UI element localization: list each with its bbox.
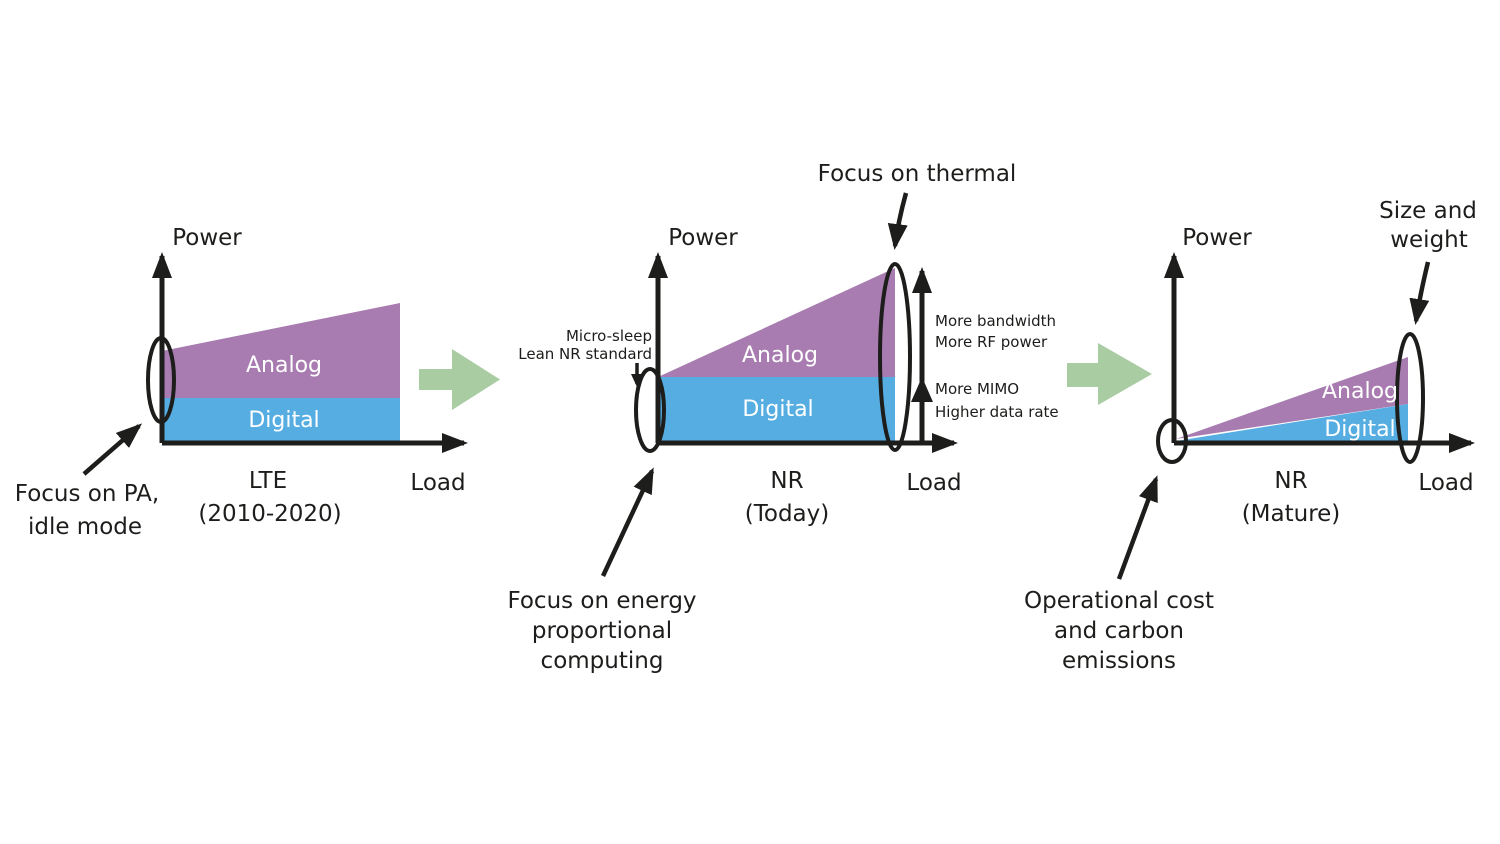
nr-mature-analog-label: Analog <box>1322 379 1398 404</box>
panel-nr-mature: Power Load Analog Digital NR (Mature) Si… <box>1024 198 1477 674</box>
nr-mature-size-annotation-line2: weight <box>1390 227 1468 253</box>
lte-digital-area <box>162 398 400 443</box>
transition-arrow-icon <box>419 349 500 410</box>
nr-mature-power-axis-label: Power <box>1182 225 1252 251</box>
lte-digital-label: Digital <box>248 408 319 433</box>
nr-today-bandwidth-line1: More bandwidth <box>935 312 1056 330</box>
nr-today-right-ellipse-highlight <box>878 262 912 452</box>
panel-lte: Power Load Analog Digital LTE (2010-2020… <box>15 225 468 540</box>
nr-today-digital-label: Digital <box>742 397 813 422</box>
lte-analog-area <box>162 303 400 398</box>
lte-analog-label: Analog <box>246 353 322 378</box>
nr-today-energy-line3: computing <box>541 648 664 674</box>
lte-title-line2: (2010-2020) <box>198 501 341 527</box>
nr-today-analog-area <box>658 268 895 377</box>
nr-today-bandwidth-line2: More RF power <box>935 333 1048 351</box>
nr-today-power-axis-label: Power <box>668 225 738 251</box>
nr-today-thermal-annotation: Focus on thermal <box>818 161 1017 187</box>
nr-mature-opcost-line2: and carbon <box>1054 618 1184 644</box>
lte-title-line1: LTE <box>249 468 287 494</box>
nr-today-load-axis-label: Load <box>906 470 961 496</box>
nr-mature-digital-label: Digital <box>1324 417 1395 442</box>
nr-today-digital-area <box>658 377 895 443</box>
nr-mature-load-axis-label: Load <box>1418 470 1473 496</box>
lte-load-axis-label: Load <box>410 470 465 496</box>
lte-idle-ellipse-highlight <box>146 336 176 424</box>
nr-today-title-line2: (Today) <box>745 501 829 527</box>
transition-arrow-icon <box>1067 343 1152 405</box>
lte-focus-pa-arrow <box>82 423 143 476</box>
nr-today-growth-mid-arrowhead-icon <box>911 377 933 402</box>
nr-today-analog-label: Analog <box>742 343 818 368</box>
nr-mature-opcost-arrow <box>1116 475 1159 580</box>
nr-mature-opcost-line1: Operational cost <box>1024 588 1214 614</box>
nr-mature-opcost-line3: emissions <box>1062 648 1176 674</box>
nr-today-mimo-line1: More MIMO <box>935 380 1019 398</box>
nr-today-mimo-line2: Higher data rate <box>935 403 1059 421</box>
lte-power-axis-label: Power <box>172 225 242 251</box>
nr-mature-right-ellipse-highlight <box>1395 332 1425 464</box>
nr-mature-size-arrow <box>1409 261 1431 325</box>
nr-today-title-line1: NR <box>770 468 803 494</box>
nr-mature-left-ellipse-highlight <box>1156 418 1188 464</box>
lte-annotation-line1: Focus on PA, <box>15 481 159 507</box>
nr-mature-title-line1: NR <box>1274 468 1307 494</box>
nr-mature-digital-area <box>1176 404 1408 443</box>
nr-mature-size-annotation-line1: Size and <box>1379 198 1477 224</box>
nr-mature-analog-area <box>1176 357 1408 439</box>
lte-annotation-line2: idle mode <box>28 514 142 540</box>
nr-today-energy-arrow <box>600 467 655 577</box>
nr-today-left-ellipse-highlight <box>634 367 666 453</box>
nr-today-energy-line1: Focus on energy <box>507 588 696 614</box>
nr-today-thermal-arrow <box>887 192 909 250</box>
panel-nr-today: Power Load Analog Digital NR (Today) Foc… <box>507 161 1058 674</box>
nr-today-microsleep-line1: Micro-sleep <box>566 327 652 345</box>
nr-today-microsleep-line2: Lean NR standard <box>518 345 652 363</box>
nr-today-energy-line2: proportional <box>532 618 672 644</box>
nr-mature-title-line2: (Mature) <box>1242 501 1341 527</box>
